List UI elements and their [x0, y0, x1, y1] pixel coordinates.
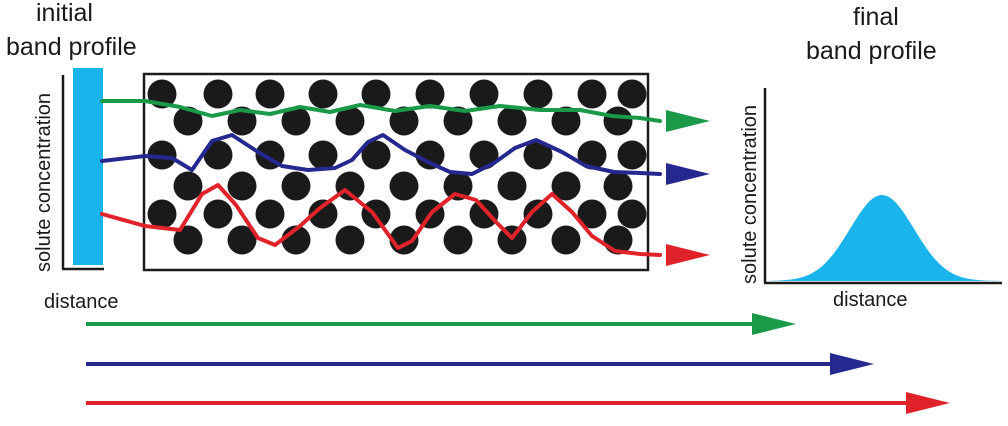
- blue-distance-arrowhead: [830, 353, 874, 375]
- packing-particle: [335, 106, 365, 136]
- packing-particle: [443, 171, 473, 201]
- packing-particle: [389, 171, 419, 201]
- packed-column: [142, 72, 650, 272]
- packing-particle: [203, 199, 233, 229]
- packing-particle: [281, 171, 311, 201]
- packing-particle: [173, 171, 203, 201]
- packing-particle: [173, 225, 203, 255]
- packing-particle: [523, 199, 553, 229]
- packing-particle: [147, 199, 177, 229]
- blue-solute-path: [100, 133, 662, 176]
- packing-particle: [227, 225, 257, 255]
- red-solute-path: [100, 183, 662, 257]
- initial-band: [73, 68, 103, 265]
- red-path-arrowhead: [666, 244, 710, 266]
- packing-particle: [617, 199, 647, 229]
- packing-particle: [551, 171, 581, 201]
- initial-title-line1: initial: [36, 0, 93, 27]
- packing-particle: [147, 140, 177, 170]
- packing-particle: [443, 106, 473, 136]
- packing-particle: [361, 140, 391, 170]
- packing-particle: [308, 199, 338, 229]
- packing-particle: [617, 79, 647, 109]
- packing-particle: [443, 225, 473, 255]
- final-profile-axes: [763, 88, 1002, 285]
- packing-particle: [281, 106, 311, 136]
- packing-particle: [415, 140, 445, 170]
- packing-particle: [203, 140, 233, 170]
- packing-particle: [469, 79, 499, 109]
- packing-particle: [469, 199, 499, 229]
- packing-particle: [308, 79, 338, 109]
- initial-title-line2: band profile: [6, 33, 137, 61]
- red-distance-arrowhead: [906, 392, 950, 414]
- green-solute-path: [100, 99, 662, 123]
- initial-profile-axes: [61, 75, 104, 271]
- packing-particle: [227, 106, 257, 136]
- packing-particle: [523, 140, 553, 170]
- packing-particle: [551, 106, 581, 136]
- packing-particle: [551, 225, 581, 255]
- packing-particle: [361, 199, 391, 229]
- packing-particle: [389, 106, 419, 136]
- packing-particle: [523, 79, 553, 109]
- distance-arrows: [86, 313, 950, 414]
- packing-particle: [497, 171, 527, 201]
- final-peak: [770, 195, 1000, 281]
- packing-particle: [603, 106, 633, 136]
- final-title-line1: final: [853, 3, 899, 31]
- initial-x-axis-label: distance: [44, 291, 119, 313]
- packing-particle: [617, 140, 647, 170]
- packing-particle: [173, 106, 203, 136]
- packing-particle: [255, 199, 285, 229]
- packing-particles: [147, 79, 647, 255]
- solute-paths: [100, 99, 710, 266]
- packing-particle: [361, 79, 391, 109]
- packing-particle: [308, 140, 338, 170]
- blue-path-arrowhead: [666, 163, 710, 185]
- packing-particle: [577, 199, 607, 229]
- green-distance-arrowhead: [752, 313, 796, 335]
- final-x-axis-label: distance: [833, 289, 908, 311]
- packing-particle: [415, 79, 445, 109]
- packing-particle: [335, 225, 365, 255]
- packing-particle: [577, 79, 607, 109]
- packing-particle: [255, 79, 285, 109]
- final-title-line2: band profile: [806, 37, 937, 65]
- packing-particle: [227, 171, 257, 201]
- packing-particle: [203, 79, 233, 109]
- packing-particle: [577, 140, 607, 170]
- green-path-arrowhead: [666, 110, 710, 132]
- packing-particle: [497, 106, 527, 136]
- packing-particle: [603, 171, 633, 201]
